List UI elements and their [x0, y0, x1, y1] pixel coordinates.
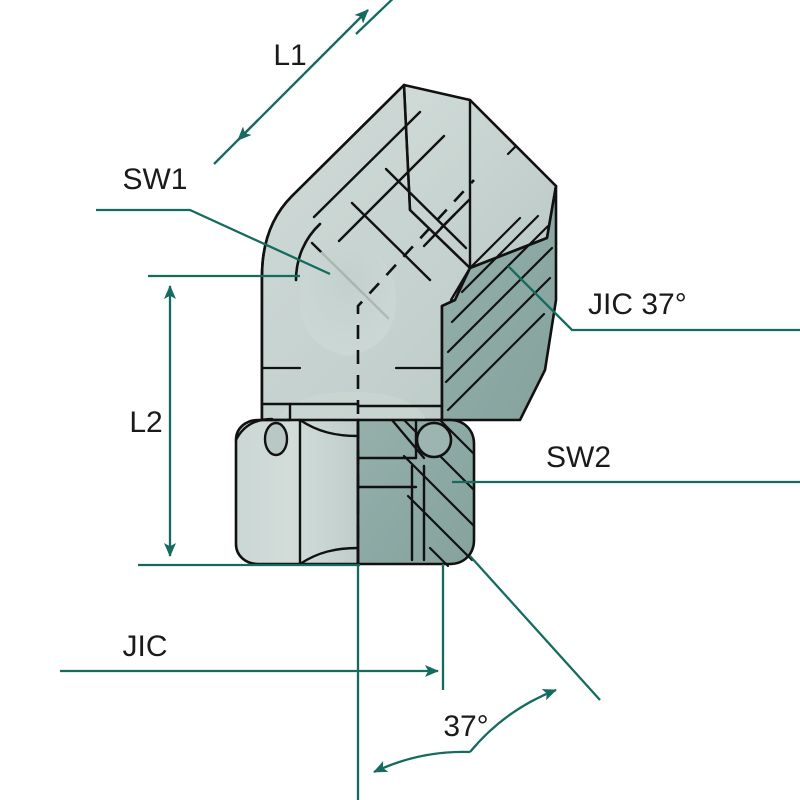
detail-ticks: [260, 144, 518, 370]
lower-swivel-nut: [234, 417, 476, 566]
jic37-leader-line: [507, 265, 800, 332]
leader-jic37: [507, 265, 800, 332]
label-jic-37: JIC 37°: [588, 288, 687, 321]
label-sw1: SW1: [122, 163, 187, 196]
section-hatch-upper: [444, 214, 554, 412]
l1-arrow-high: [303, 9, 369, 75]
dimension-l2: [138, 274, 360, 567]
label-sw2: SW2: [546, 441, 611, 474]
l1-arrow-low: [237, 73, 305, 141]
dimension-l1: [213, 0, 394, 165]
male-thread-section: [440, 184, 558, 422]
swivel-internal-steps: [260, 402, 444, 566]
angle-ref-line: [469, 555, 601, 701]
dimension-layer: [60, 0, 800, 800]
angle-arc-upper: [469, 688, 557, 753]
dimension-angle-37: [373, 555, 601, 774]
leader-jic: [60, 564, 445, 800]
seal-ball-detail: [415, 421, 453, 459]
angle-arc-lower: [373, 750, 471, 774]
centerline-dashed: [356, 179, 475, 564]
label-l1: L1: [273, 39, 306, 72]
elbow-shoulder: [260, 194, 322, 282]
label-angle-37: 37°: [443, 710, 488, 743]
l1-extension-right: [355, 0, 394, 35]
male-end-steps: [422, 198, 472, 308]
label-l2: L2: [129, 406, 162, 439]
fitting-part-geometry: [234, 83, 558, 568]
leader-sw1: [96, 208, 331, 276]
label-layer: L1 SW1 JIC 37° L2 SW2 JIC 37°: [122, 39, 686, 743]
sw1-leader-line: [96, 208, 331, 276]
label-jic: JIC: [123, 630, 168, 663]
